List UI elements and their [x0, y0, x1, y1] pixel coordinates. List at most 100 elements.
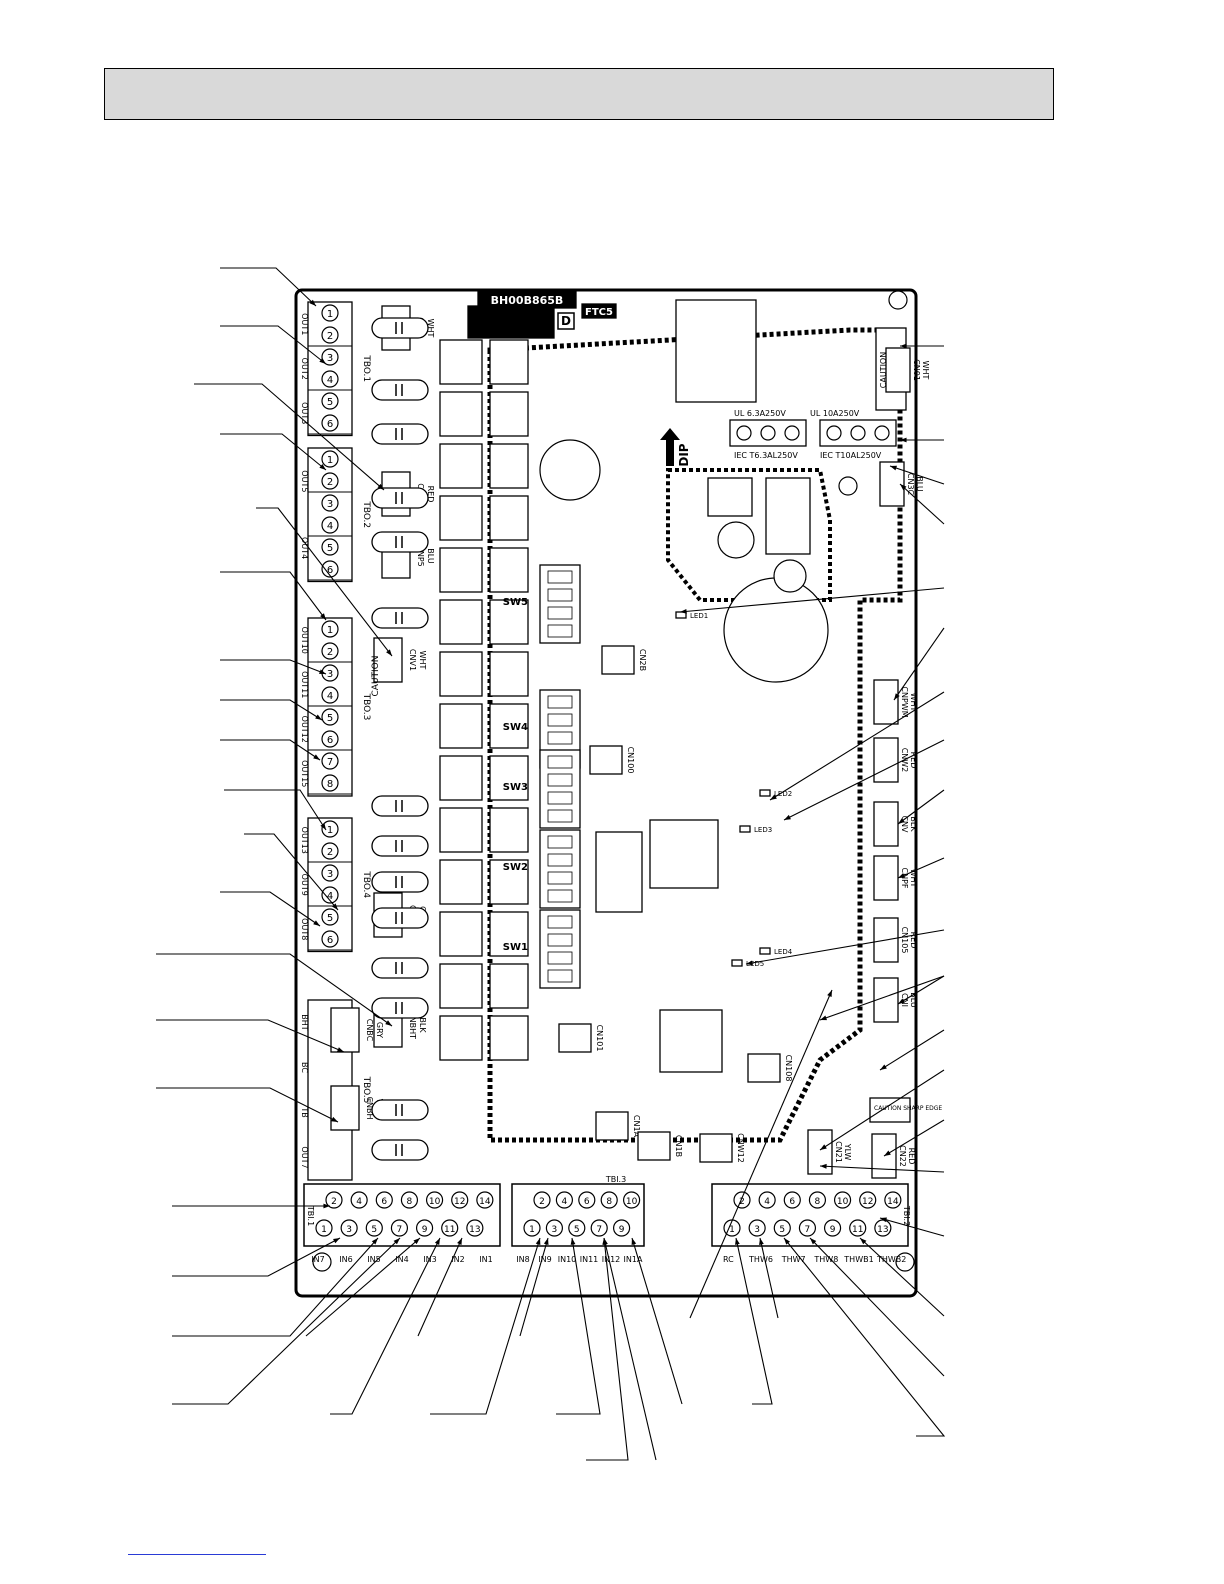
terminal-number: 9	[830, 1225, 836, 1235]
output-label: OUT15	[300, 760, 309, 787]
terminal-number: 2	[327, 647, 333, 658]
callout-arrowhead	[820, 1144, 827, 1150]
callout-leader	[220, 433, 327, 471]
relay	[439, 703, 483, 749]
main-electrolytic-cap	[723, 577, 829, 683]
input-label: IN5	[367, 1255, 380, 1264]
terminal-number-circle	[321, 864, 339, 882]
terminal-number: 5	[327, 397, 333, 408]
terminal-number: 12	[862, 1197, 873, 1207]
terminal-number-circle	[400, 1191, 419, 1209]
connector-id: CN101	[595, 1025, 604, 1052]
connector-left	[373, 637, 403, 683]
connector-color: WHT	[418, 651, 427, 670]
connector-center	[558, 1023, 592, 1053]
diode-bridge	[707, 477, 753, 517]
led	[759, 947, 771, 955]
callout-leader	[330, 1237, 441, 1415]
callout-arrowhead	[570, 1238, 576, 1245]
output-label: OUT7	[300, 1146, 309, 1168]
callout-arrowhead	[331, 903, 338, 910]
terminal-number: 4	[356, 1197, 362, 1207]
terminal-number: 10	[626, 1197, 638, 1207]
dip-slot	[547, 773, 573, 787]
terminal-number: 7	[596, 1225, 602, 1235]
connector-left	[330, 1085, 360, 1131]
callout-leader	[893, 627, 945, 701]
connector-color: WHT	[921, 361, 930, 380]
terminal-number-circle	[568, 1219, 586, 1237]
callout-leader	[883, 1119, 945, 1157]
caution-sharp-edge: CAUTION SHARP EDGE	[874, 1105, 942, 1112]
connector-right	[807, 1129, 833, 1175]
relay-coil	[489, 651, 529, 697]
connector-id: CN100	[626, 747, 635, 774]
connector-color: WHT	[426, 319, 435, 338]
dip-switch-name: SW4	[503, 722, 528, 733]
terminal-number-circle	[321, 414, 339, 432]
terminal-number-circle	[476, 1191, 494, 1209]
dip-switch-name: SW1	[503, 942, 528, 953]
terminal-number: 8	[606, 1197, 612, 1207]
callout-arrowhead	[320, 823, 326, 830]
callout-leader	[220, 699, 323, 721]
dip-slot	[547, 791, 573, 805]
dip-slot	[547, 889, 573, 903]
input-label: IN6	[339, 1255, 352, 1264]
led	[739, 825, 751, 833]
terminal-number-circle	[321, 930, 339, 948]
capacitor	[371, 957, 429, 979]
terminal-number-circle	[315, 1219, 333, 1237]
callout-arrowhead	[377, 483, 384, 490]
mounting-hole	[888, 290, 908, 310]
terminal-number: 7	[327, 757, 333, 768]
terminal-number-circle	[466, 1219, 484, 1237]
relay-coil	[489, 599, 529, 645]
terminal-number: 1	[729, 1225, 735, 1235]
microcontroller-ic	[649, 819, 719, 889]
model-label: BH00B865B	[491, 294, 564, 307]
caution-sharp-edge-box	[869, 1097, 911, 1123]
output-label: OUT2	[300, 358, 309, 380]
fuse-rating-ul-2: UL 10A250V	[810, 409, 860, 418]
terminal-number: 10	[429, 1197, 441, 1207]
callout-leader	[819, 975, 945, 1021]
output-label: OUT5	[300, 470, 309, 492]
terminal-number: 1	[529, 1225, 535, 1235]
terminal-number-circle	[523, 1219, 541, 1237]
callout-leader	[172, 1237, 341, 1277]
terminal-number: 2	[331, 1197, 337, 1207]
terminal-number: 1	[321, 1225, 327, 1235]
terminal-number-circle	[321, 820, 339, 838]
terminal-number-circle	[578, 1191, 596, 1209]
terminal-number-circle	[783, 1191, 801, 1209]
connector-center	[601, 645, 635, 675]
terminal-number-circle	[321, 730, 339, 748]
relay	[439, 755, 483, 801]
connector-color: BLK	[418, 1017, 427, 1033]
terminal-number: 8	[815, 1197, 821, 1207]
callout-arrowhead	[860, 1238, 867, 1245]
callout-arrowhead	[337, 1047, 344, 1052]
dip-slot	[547, 871, 573, 885]
callout-arrowhead	[434, 1238, 440, 1245]
mounting-hole	[312, 1252, 332, 1272]
caution-label-top: CAUTION	[879, 352, 888, 388]
capacitor	[371, 1139, 429, 1161]
footer-link-underline[interactable]	[128, 1554, 266, 1555]
callout-leader	[220, 891, 321, 927]
callout-arrowhead	[894, 693, 900, 700]
callout-arrowhead	[319, 669, 326, 674]
terminal-number-circle	[365, 1219, 383, 1237]
terminal-number-circle	[321, 304, 339, 322]
dip-slot	[547, 588, 573, 602]
board-id: FTC5	[585, 307, 613, 318]
fuse-screw	[826, 425, 842, 441]
terminal-number-circle	[321, 494, 339, 512]
input-block-name: TBI.2	[902, 1205, 911, 1226]
dip-switch-name: SW5	[503, 597, 528, 608]
dip-slot	[547, 713, 573, 727]
connector-id: CN105	[900, 927, 909, 954]
input-label: IN1A	[624, 1255, 643, 1264]
